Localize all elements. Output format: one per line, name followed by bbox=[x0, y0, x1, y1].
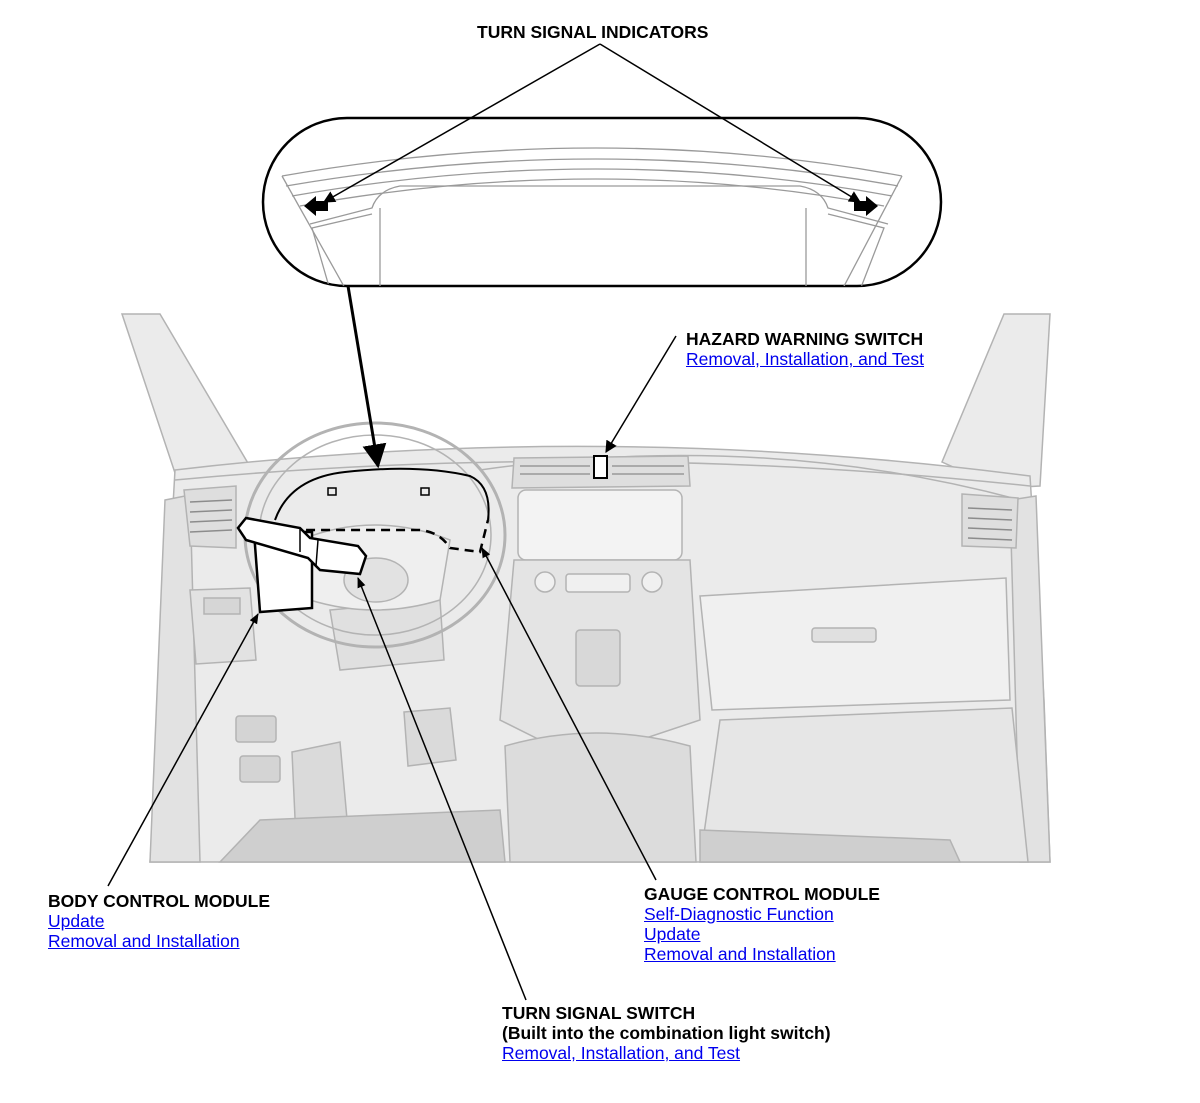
gcm-self-diagnostic-link[interactable]: Self-Diagnostic Function bbox=[644, 904, 834, 924]
gauge-control-module-hidden-path bbox=[294, 519, 490, 554]
gauge-control-module-title: GAUGE CONTROL MODULE bbox=[644, 884, 880, 904]
turn-signal-switch-subtitle: (Built into the combination light switch… bbox=[502, 1023, 831, 1043]
gauge-cluster-outline bbox=[274, 467, 490, 521]
gcm-update-link[interactable]: Update bbox=[644, 924, 701, 944]
hazard-switch-outline bbox=[593, 455, 608, 479]
leader-lines bbox=[107, 43, 862, 1001]
gcm-removal-installation-link[interactable]: Removal and Installation bbox=[644, 944, 836, 964]
left-turn-indicator-icon bbox=[304, 196, 328, 216]
label-hazard-warning-switch: HAZARD WARNING SWITCH Removal, Installat… bbox=[686, 329, 924, 369]
turn-signal-switch-outline bbox=[236, 516, 368, 576]
tss-removal-installation-test-link[interactable]: Removal, Installation, and Test bbox=[502, 1043, 741, 1063]
label-turn-signal-switch: TURN SIGNAL SWITCH (Built into the combi… bbox=[502, 1003, 831, 1063]
cluster-indicator-right bbox=[420, 487, 430, 496]
hazard-removal-installation-test-link[interactable]: Removal, Installation, and Test bbox=[686, 349, 925, 369]
label-gauge-control-module: GAUGE CONTROL MODULE Self-Diagnostic Fun… bbox=[644, 884, 880, 964]
turn-signal-switch-title: TURN SIGNAL SWITCH bbox=[502, 1003, 696, 1023]
turn-signal-indicators-title: TURN SIGNAL INDICATORS bbox=[477, 22, 709, 42]
body-control-module-title: BODY CONTROL MODULE bbox=[48, 891, 270, 911]
label-turn-signal-indicators: TURN SIGNAL INDICATORS bbox=[477, 22, 708, 42]
gauge-cluster-callout bbox=[261, 116, 943, 288]
callout-connector-line bbox=[346, 285, 387, 469]
cluster-indicator-left bbox=[327, 487, 337, 496]
bcm-removal-installation-link[interactable]: Removal and Installation bbox=[48, 931, 240, 951]
bcm-update-link[interactable]: Update bbox=[48, 911, 105, 931]
hazard-warning-switch-title: HAZARD WARNING SWITCH bbox=[686, 329, 924, 349]
label-body-control-module: BODY CONTROL MODULE Update Removal and I… bbox=[48, 891, 270, 951]
vehicle-interior-drawing bbox=[120, 313, 1051, 863]
